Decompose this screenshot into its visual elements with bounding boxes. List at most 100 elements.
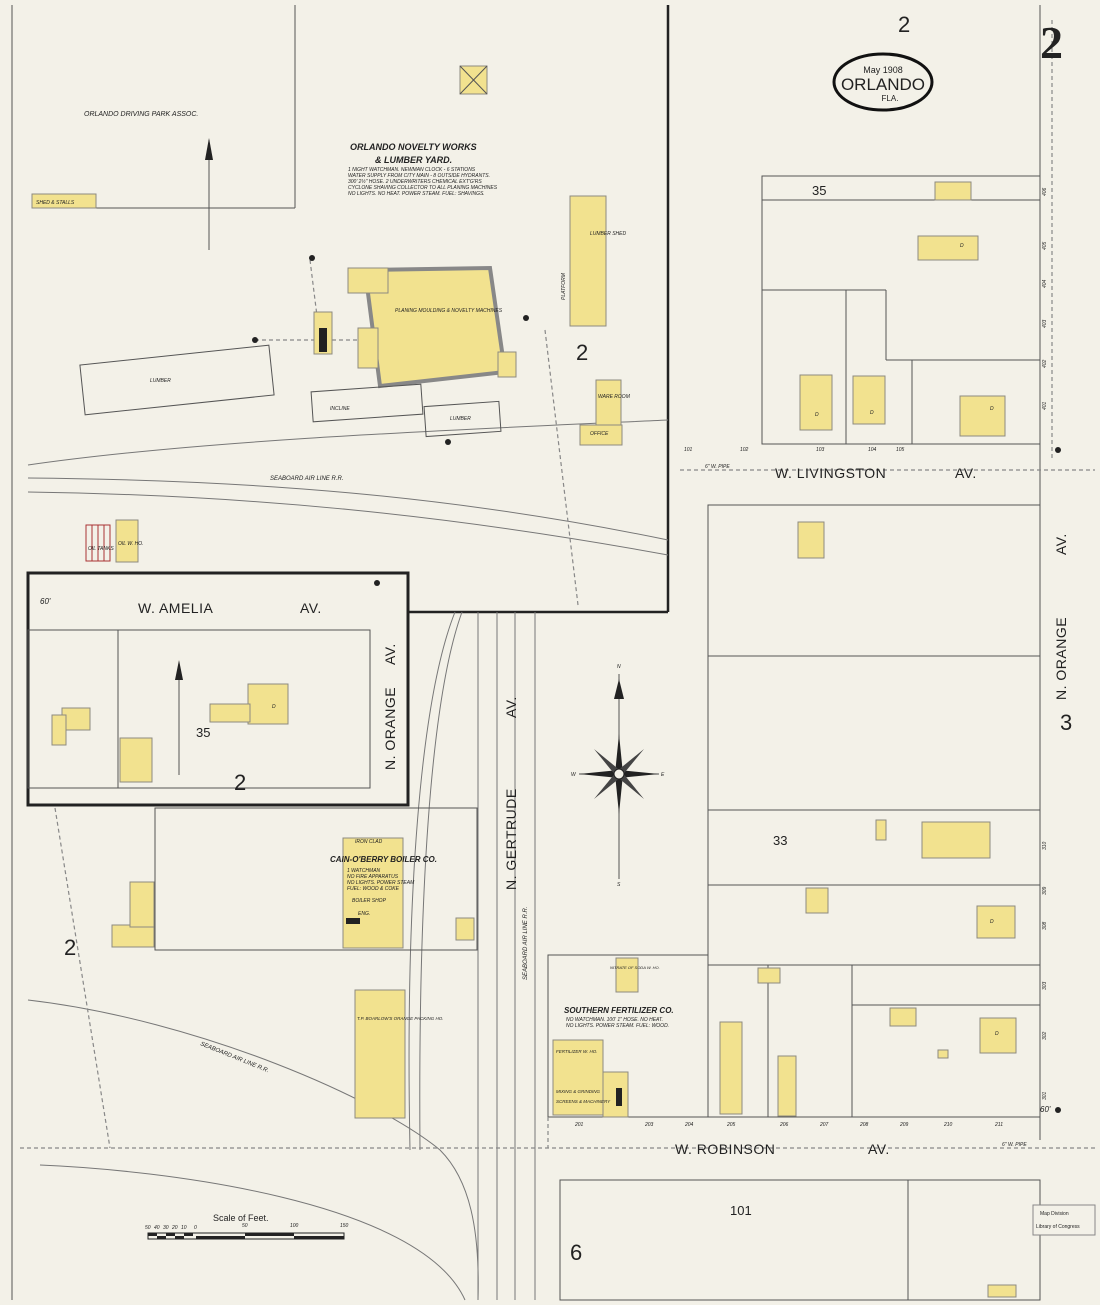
scale-tick: 40 <box>154 1225 160 1231</box>
cartouche-date: May 1908 <box>863 65 903 75</box>
label-fertilizer-wh: FERTILIZER W. HO. <box>556 1049 598 1054</box>
block-number: 35 <box>196 725 210 740</box>
dwelling-label: D <box>990 919 994 925</box>
southern-note: NO WATCHMAN. 100' 1" HOSE. NO HEAT. <box>566 1017 663 1023</box>
novelty-note: CYCLONE SHAVING COLLECTOR TO ALL PLANING… <box>348 185 498 191</box>
block-and-sheet-numbers: 35 33 101 2 3 6 2 <box>570 12 1072 1265</box>
label-incline: INCLINE <box>330 406 350 412</box>
scale-tick: 20 <box>171 1225 178 1231</box>
label-cain-oberry: CAIN-O'BERRY BOILER CO. <box>330 855 437 864</box>
dwelling-label: D <box>960 243 964 249</box>
dwelling-label: D <box>272 704 276 710</box>
house-number: 301 <box>1042 1091 1048 1100</box>
block-number: 101 <box>730 1203 752 1218</box>
dwellings: D D D D D D D <box>272 181 1017 1298</box>
house-number: 310 <box>1042 841 1048 850</box>
novelty-note: 1 NIGHT WATCHMAN. NEWMAN CLOCK - 6 STATI… <box>348 167 476 173</box>
label-planing: PLANING MOULDING & NOVELTY MACHINES <box>395 308 503 314</box>
street-w-amelia-av: AV. <box>300 600 322 616</box>
compass-s: S <box>617 882 621 888</box>
scale-tick: 10 <box>181 1225 187 1231</box>
scale-tick: 50 <box>242 1223 248 1229</box>
house-number: 103 <box>816 447 825 453</box>
railroad-label: SEABOARD AIR LINE R.R. <box>270 476 343 482</box>
adjoining-sheet: 2 <box>576 340 588 365</box>
house-number: 105 <box>896 447 905 453</box>
scale-tick: 150 <box>340 1223 349 1229</box>
house-number: 308 <box>1042 921 1048 930</box>
adjoining-sheet: 6 <box>570 1240 582 1265</box>
house-number: 302 <box>1042 1031 1048 1040</box>
cain-note: NO LIGHTS. POWER STEAM <box>347 880 415 886</box>
label-lumber: LUMBER <box>150 378 171 384</box>
cain-note: NO FIRE APPARATUS <box>347 874 399 880</box>
label-lumber-shed: LUMBER SHED <box>590 231 627 237</box>
label-southern: SOUTHERN FERTILIZER CO. <box>564 1006 674 1015</box>
southern-fertilizer-co: SOUTHERN FERTILIZER CO. NO WATCHMAN. 100… <box>552 957 674 1118</box>
library-stamp: Map Division Library of Congress <box>1032 1204 1096 1236</box>
scale-bar: Scale of Feet. 50 40 30 20 10 0 50 100 1… <box>145 1213 349 1240</box>
street-w-amelia: W. AMELIA <box>138 600 213 616</box>
pipe-label: 6" W. PIPE <box>705 464 730 470</box>
label-nitrate: NITRATE OF SODA W. HO. <box>610 965 660 970</box>
label-boarlow: T.P. BOARLOW'S ORANGE PACKING HO. <box>357 1016 444 1021</box>
novelty-subtitle: & LUMBER YARD. <box>375 155 452 165</box>
scale-tick: 0 <box>194 1225 197 1231</box>
street-inset-n-orange: N. ORANGE <box>382 687 398 770</box>
street-w-livingston-av: AV. <box>955 465 977 481</box>
water-pipes <box>20 20 1095 1149</box>
orlando-novelty-works: ORLANDO DRIVING PARK ASSOC. SHED & STALL… <box>31 65 1061 1113</box>
dwelling-label: D <box>815 412 819 418</box>
width-label: 60' <box>40 597 51 606</box>
label-oil-wh: OIL W. HO. <box>118 541 144 547</box>
adjoining-sheet: 2 <box>64 935 76 960</box>
title-cartouche: May 1908 ORLANDO FLA. <box>832 52 934 112</box>
label-screens: SCREENS & MACHINERY <box>556 1099 611 1104</box>
block-number: 35 <box>812 183 826 198</box>
railroad-label: SEABOARD AIR LINE R.R. <box>523 907 529 980</box>
label-mixing: MIXING & GRINDING <box>556 1089 601 1094</box>
label-driving-park: ORLANDO DRIVING PARK ASSOC. <box>84 111 198 118</box>
dwelling-label: D <box>870 410 874 416</box>
adjoining-sheet: 2 <box>234 770 246 795</box>
label-eng: ENG. <box>358 911 370 917</box>
block-lines <box>154 175 1041 1301</box>
compass-w: W <box>571 772 577 778</box>
cain-note: 1 WATCHMAN <box>347 868 381 874</box>
house-number: 405 <box>1042 241 1048 250</box>
novelty-title: ORLANDO NOVELTY WORKS <box>350 142 477 152</box>
house-number: 104 <box>868 447 877 453</box>
scale-title: Scale of Feet. <box>213 1213 269 1223</box>
dwelling-label: D <box>995 1031 999 1037</box>
compass-rose: N S E W <box>571 664 665 888</box>
street-n-orange: N. ORANGE <box>1053 617 1069 700</box>
house-number: 206 <box>779 1122 789 1128</box>
house-number: 203 <box>644 1122 654 1128</box>
house-number: 102 <box>740 447 749 453</box>
cartouche-state: FLA. <box>882 94 899 103</box>
house-number: 210 <box>943 1122 953 1128</box>
label-boiler-shop: BOILER SHOP <box>352 898 387 904</box>
house-number: 303 <box>1042 981 1048 990</box>
stamp-line: Library of Congress <box>1036 1224 1080 1230</box>
label-office: OFFICE <box>590 431 609 437</box>
adjoining-sheet: 3 <box>1060 710 1072 735</box>
block-number: 33 <box>773 833 787 848</box>
street-n-gertrude: N. GERTRUDE <box>503 788 519 890</box>
label-oil-tanks: OIL TANKS <box>88 546 114 552</box>
house-number: 406 <box>1042 187 1048 196</box>
pipe-label: 6" W. PIPE <box>1002 1142 1027 1148</box>
stamp-line: Map Division <box>1040 1211 1069 1217</box>
label-warehouse: WARE ROOM <box>598 394 631 400</box>
street-n-gertrude-av: AV. <box>503 696 519 718</box>
cartouche-city: ORLANDO <box>841 75 925 94</box>
street-w-robinson: W. ROBINSON <box>675 1141 775 1157</box>
house-number: 403 <box>1042 319 1048 328</box>
scale-tick: 100 <box>290 1223 299 1229</box>
street-n-orange-av: AV. <box>1053 533 1069 555</box>
house-number: 404 <box>1042 279 1048 288</box>
street-w-livingston: W. LIVINGSTON <box>775 465 886 481</box>
scale-tick: 50 <box>145 1225 151 1231</box>
